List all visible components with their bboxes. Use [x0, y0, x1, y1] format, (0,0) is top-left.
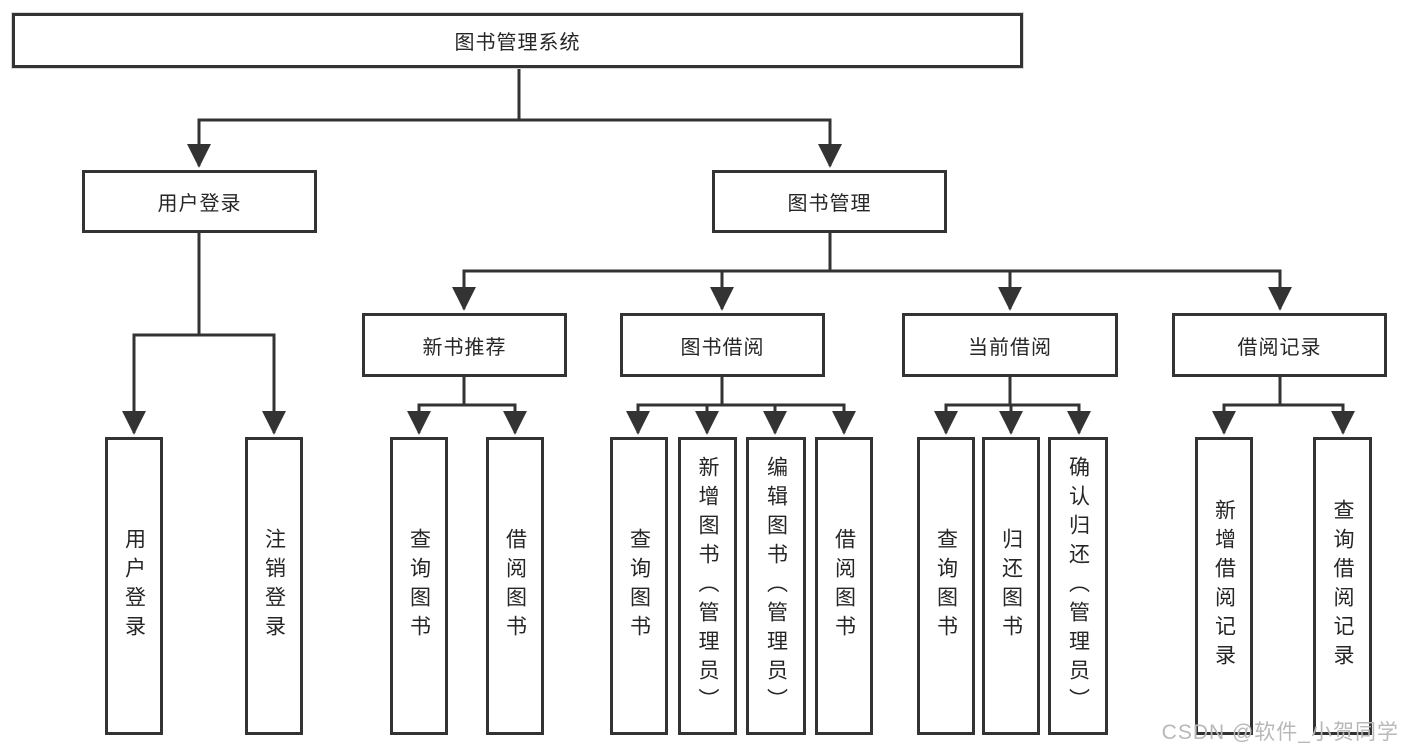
node-label: 图书借阅	[680, 336, 765, 359]
leaf-return-books: 归还图书	[982, 437, 1040, 735]
node-label: 借阅记录	[1237, 336, 1322, 359]
node-label: 查询借阅记录	[1331, 499, 1354, 673]
node-label: 确认归还（管理员）	[1066, 455, 1090, 717]
node-label: 用户登录	[157, 193, 242, 215]
leaf-borrow-books: 借阅图书	[815, 437, 873, 735]
leaf-add-books-admin: 新增图书（管理员）	[678, 437, 737, 735]
node-book-management: 图书管理	[712, 170, 947, 233]
node-label: 新增图书（管理员）	[696, 455, 719, 717]
node-label: 编辑图书（管理员）	[764, 455, 788, 717]
leaf-confirm-return-admin: 确认归还（管理员）	[1048, 437, 1108, 735]
leaf-borrow-books-recommend: 借阅图书	[486, 437, 544, 735]
node-label: 新书推荐	[422, 336, 507, 359]
node-label: 图书管理	[787, 193, 872, 215]
leaf-add-borrow-record: 新增借阅记录	[1195, 437, 1253, 735]
node-label: 新增借阅记录	[1212, 499, 1236, 673]
node-label: 查询图书	[407, 528, 431, 644]
node-label: 图书管理系统	[454, 32, 581, 54]
node-new-book-recommend: 新书推荐	[362, 313, 567, 377]
leaf-query-books-current: 查询图书	[917, 437, 975, 735]
leaf-query-books-recommend: 查询图书	[390, 437, 448, 735]
node-label: 用户登录	[122, 528, 146, 644]
leaf-user-login: 用户登录	[105, 437, 163, 735]
node-borrowing-records: 借阅记录	[1172, 313, 1387, 377]
node-label: 当前借阅	[968, 336, 1052, 359]
node-label: 查询图书	[934, 528, 958, 644]
node-root-library-system: 图书管理系统	[12, 13, 1023, 68]
node-label: 归还图书	[999, 528, 1023, 644]
node-book-borrowing: 图书借阅	[620, 313, 825, 377]
node-label: 借阅图书	[832, 528, 856, 644]
node-user-login: 用户登录	[82, 170, 317, 233]
node-label: 查询图书	[627, 528, 651, 644]
leaf-query-borrow-record: 查询借阅记录	[1313, 437, 1372, 735]
node-label: 注销登录	[262, 528, 286, 644]
node-label: 借阅图书	[503, 528, 527, 644]
node-current-borrowing: 当前借阅	[902, 313, 1118, 377]
leaf-edit-books-admin: 编辑图书（管理员）	[746, 437, 806, 735]
leaf-query-books-borrowing: 查询图书	[610, 437, 668, 735]
leaf-logout: 注销登录	[245, 437, 303, 735]
